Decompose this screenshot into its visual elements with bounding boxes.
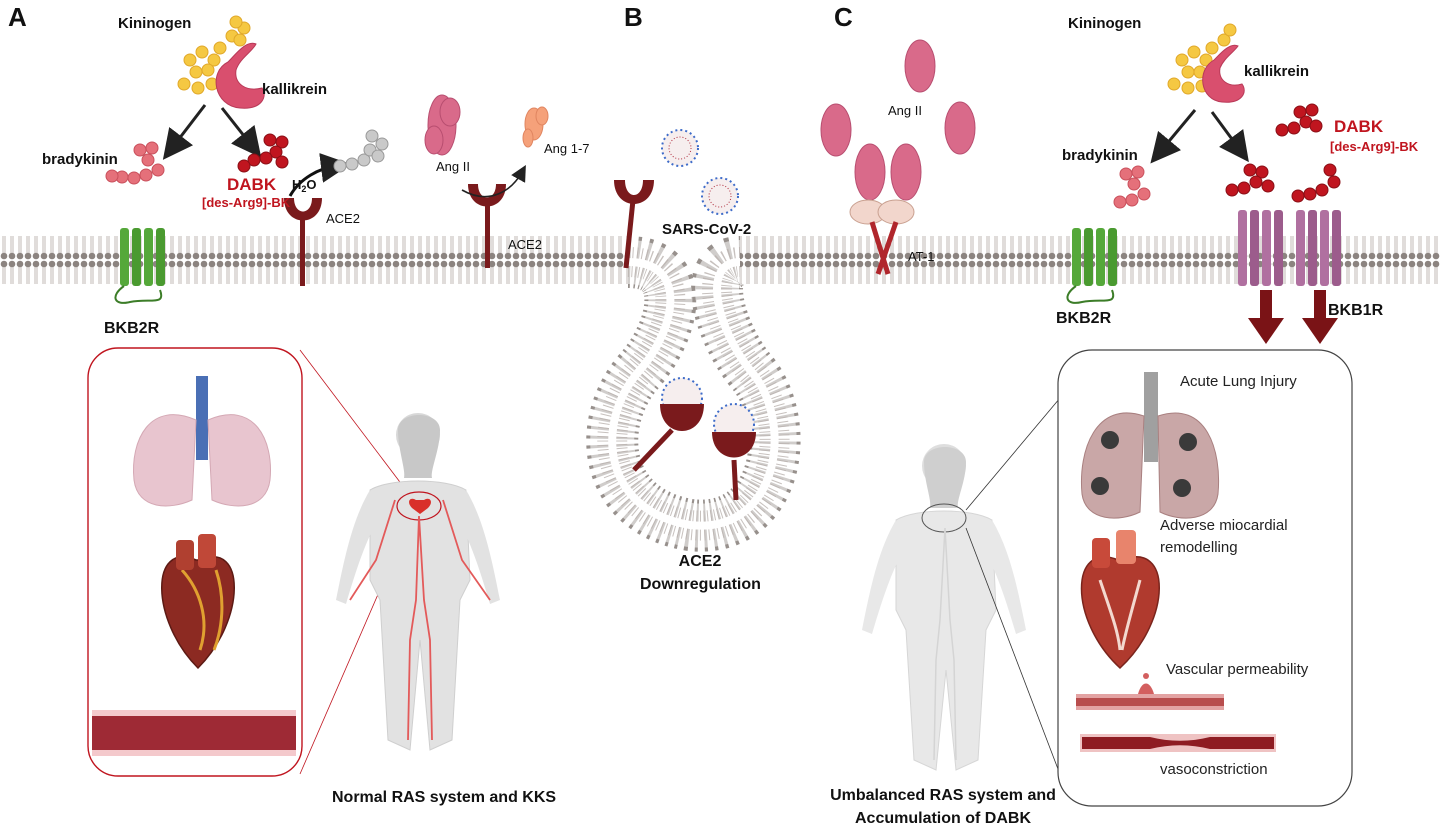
effect-remodelling: remodelling (1160, 539, 1238, 556)
dabk-full-label-a: [des-Arg9]-BK (202, 195, 291, 210)
bkb1r-label: BKB1R (1328, 302, 1384, 319)
caption-b: ACE2 Downregulation (640, 550, 761, 596)
vasoconstriction-icon (1080, 734, 1276, 752)
bkb2r-label-a: BKB2R (104, 320, 160, 337)
ace2-label-a1: ACE2 (326, 211, 360, 226)
effect-vascular-permeability: Vascular permeability (1166, 661, 1309, 678)
at1-receptor (849, 199, 915, 275)
conversion-arrow (461, 165, 526, 198)
arrow-to-bradykinin-c (1150, 109, 1197, 164)
ace2-label-a2: ACE2 (508, 237, 542, 252)
kallikrein-label-c: kallikrein (1244, 63, 1310, 80)
body-normal (336, 413, 500, 751)
bkb2r-receptor-c (1066, 228, 1117, 304)
panel-label-a: A (8, 2, 27, 32)
arrow-to-dabk-a (220, 107, 262, 158)
kininogen-label-c: Kininogen (1068, 15, 1142, 32)
angiotensin-1-7 (522, 106, 549, 148)
heart-healthy-icon (161, 534, 235, 670)
ang2-label-c: Ang II (888, 103, 922, 118)
ace2-receptor-a1 (284, 198, 322, 286)
ace2-receptor-a2 (468, 184, 506, 268)
dabk-full-label-c: [des-Arg9]-BK (1330, 139, 1419, 154)
ang17-label: Ang 1-7 (544, 141, 590, 156)
at1-label: AT-1 (908, 249, 935, 264)
kallikrein-label-a: kallikrein (262, 81, 328, 98)
kininogen-cluster-c (1167, 23, 1237, 95)
angiotensin-ii-c (820, 39, 976, 201)
bkb1r-receptor-1 (1238, 210, 1283, 286)
dabk-label-a: DABK (227, 175, 277, 194)
arrow-to-dabk-c (1210, 111, 1249, 163)
kallikrein-enzyme-c (1202, 44, 1245, 103)
bradykinin-peptide-c (1113, 165, 1151, 209)
caption-c-line1: Umbalanced RAS system and (830, 787, 1056, 804)
zoom-line-left-top (299, 349, 413, 499)
sars-cov-2-virion-2 (701, 177, 739, 215)
caption-c-line2: Accumulation of DABK (855, 810, 1031, 828)
caption-b-line2: Downregulation (640, 576, 761, 594)
effect-adverse-miocardial: Adverse miocardial (1160, 517, 1288, 534)
effect-acute-lung-injury: Acute Lung Injury (1180, 373, 1297, 390)
panel-label-c: C (834, 2, 853, 32)
arrow-to-bradykinin-a (162, 104, 207, 160)
angiotensin-ii-a (424, 94, 461, 156)
dabk-label-c: DABK (1334, 117, 1384, 136)
zoom-line-right-bottom (965, 527, 1067, 791)
bkb2r-label-c: BKB2R (1056, 310, 1112, 327)
bradykinin-label-c: bradykinin (1062, 147, 1138, 164)
body-umbalanced (862, 444, 1026, 771)
zoom-line-right-top (965, 397, 1061, 511)
caption-c: Umbalanced RAS system and Accumulation o… (808, 784, 1078, 830)
ang2-label-a: Ang II (436, 159, 470, 174)
internalized-ace2-virus-2 (712, 403, 756, 501)
caption-b-line1: ACE2 (678, 553, 722, 570)
bkb1r-receptor-2 (1296, 210, 1341, 286)
water-label: H2O (292, 177, 317, 194)
bradykinin-peptide-a (105, 141, 165, 185)
panel-label-b: B (624, 2, 643, 32)
cleaved-peptide-a (333, 129, 389, 173)
ace2-receptor-b (614, 180, 654, 269)
lungs-injured-icon (1080, 372, 1220, 519)
sars-cov-2-label: SARS-CoV-2 (662, 221, 752, 238)
dabk-peptides-c (1225, 103, 1341, 203)
blood-vessel-normal (92, 710, 296, 756)
lungs-healthy-icon (133, 376, 271, 507)
heart-remodelled-icon (1080, 530, 1160, 670)
hydrolysis-arrow-a (288, 152, 351, 197)
internalized-ace2-virus-1 (632, 377, 704, 472)
kallikrein-enzyme-a (215, 42, 265, 109)
sars-cov-2-virion-1 (661, 129, 699, 167)
caption-a: Normal RAS system and KKS (332, 789, 557, 806)
effect-vasoconstriction: vasoconstriction (1160, 761, 1268, 778)
kininogen-label-a: Kininogen (118, 15, 192, 32)
bkb2r-receptor-a (114, 228, 165, 304)
dabk-peptide-a (237, 133, 289, 173)
bkb1r-signal-arrows (1248, 290, 1338, 344)
vessel-permeability-icon (1076, 673, 1224, 710)
bradykinin-label-a: bradykinin (42, 151, 118, 168)
